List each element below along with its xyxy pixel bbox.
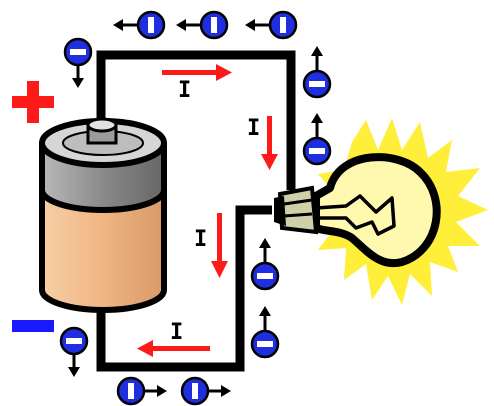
electron-motion-arrowhead: [311, 113, 323, 123]
electron-charge-sign: [211, 17, 217, 33]
electron-charge-sign: [309, 81, 325, 87]
current-arrow-bottom: [137, 340, 210, 357]
electron-charge-sign: [257, 341, 273, 347]
current-label-inner: I: [194, 227, 208, 252]
electron-icon: [59, 326, 89, 377]
electron-motion-arrowhead: [113, 19, 123, 31]
electron-charge-sign: [280, 17, 286, 33]
electron-icon: [245, 10, 298, 40]
electron-motion-arrowhead: [259, 238, 271, 248]
circuit-wires: [96, 50, 296, 372]
electron-icon: [250, 238, 280, 291]
electron-charge-sign: [70, 49, 86, 55]
current-arrows: [137, 64, 278, 357]
electron-motion-arrowhead: [72, 78, 84, 88]
current-label-right: I: [247, 116, 261, 141]
electron-icon: [250, 306, 280, 359]
electron-motion-arrowhead: [176, 19, 186, 31]
electron-motion-arrowhead: [245, 19, 255, 31]
electron-icon: [302, 46, 332, 99]
bottom-wire: [96, 205, 272, 372]
electron-icon: [180, 376, 231, 406]
electron-charge-sign: [192, 383, 198, 399]
electron-charge-sign: [257, 273, 273, 279]
top-wire: [96, 50, 296, 190]
electron-motion-arrowhead: [157, 385, 167, 397]
electron-charge-sign: [128, 383, 134, 399]
electron-icon: [176, 10, 229, 40]
current-label-bottom: I: [170, 320, 184, 345]
electrons: [59, 10, 332, 406]
electron-charge-sign: [148, 17, 154, 33]
current-arrow-right: [261, 116, 278, 170]
battery-icon: [39, 117, 167, 313]
positive-sign: [12, 81, 54, 123]
electron-charge-sign: [66, 338, 82, 344]
negative-sign: [12, 320, 54, 332]
current-arrow-inner: [211, 213, 228, 278]
electron-motion-arrowhead: [259, 306, 271, 316]
electron-motion-arrowhead: [68, 367, 80, 377]
electron-motion-arrowhead: [221, 385, 231, 397]
electron-motion-arrowhead: [311, 46, 323, 56]
electron-icon: [302, 113, 332, 166]
current-label-top: I: [178, 78, 192, 103]
electron-icon: [113, 10, 166, 40]
light-bulb-icon: [274, 153, 441, 268]
electron-charge-sign: [309, 148, 325, 154]
electron-icon: [116, 376, 167, 406]
current-arrow-top: [162, 64, 232, 81]
electron-icon: [63, 37, 93, 88]
